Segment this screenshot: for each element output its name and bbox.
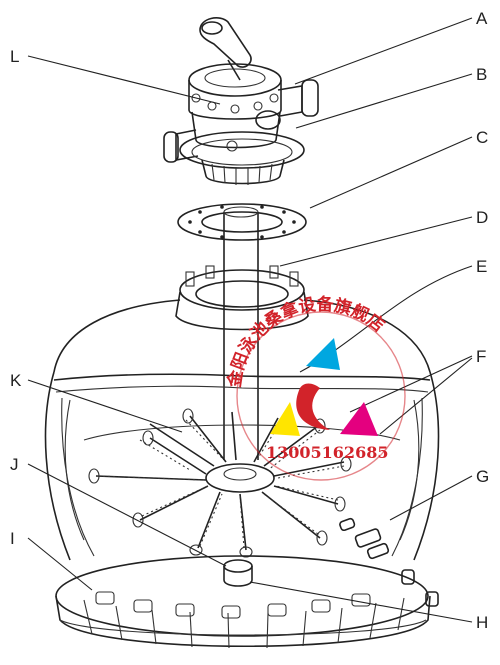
shop-stamp: 金阳泳池桑拿设备旗舰店 13005162685 xyxy=(224,294,406,481)
callout-b: B xyxy=(476,65,487,84)
multiport-valve xyxy=(163,17,319,185)
callout-d: D xyxy=(476,208,488,227)
callout-k: K xyxy=(10,371,22,390)
callout-j: J xyxy=(10,455,19,474)
tank-base xyxy=(55,555,431,649)
callout-c: C xyxy=(476,128,488,147)
leader-lines xyxy=(27,17,473,623)
drain-assembly xyxy=(339,517,439,607)
bottom-support xyxy=(223,559,253,587)
callout-a: A xyxy=(476,9,488,28)
callout-g: G xyxy=(476,467,489,486)
lateral-assembly xyxy=(88,408,352,558)
callout-i: I xyxy=(10,529,15,548)
callout-h: H xyxy=(476,613,488,632)
flange-gasket xyxy=(177,203,307,241)
stamp-shop-name: 金阳泳池桑拿设备旗舰店 xyxy=(224,294,389,390)
callout-f: F xyxy=(476,347,486,366)
callout-labels: A B C D E F G H I J K L xyxy=(10,9,489,632)
stamp-logo xyxy=(270,338,378,436)
stamp-phone: 13005162685 xyxy=(266,443,388,462)
callout-l: L xyxy=(10,47,19,66)
callout-e: E xyxy=(476,257,487,276)
filter-tank xyxy=(44,206,440,561)
